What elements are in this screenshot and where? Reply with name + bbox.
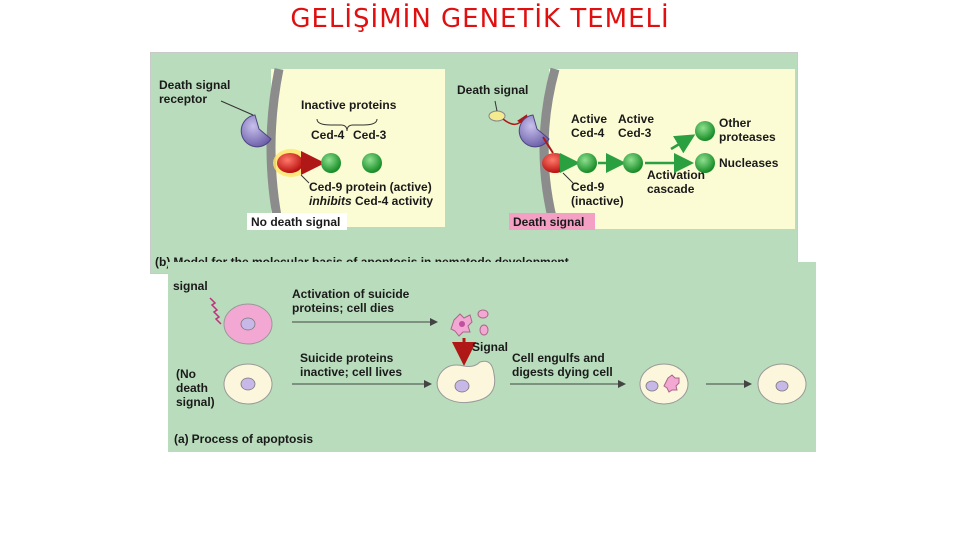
inhibits-word: inhibits	[309, 194, 352, 208]
receptor-to-ced9-arrow	[542, 136, 554, 154]
activation-label-2: proteins; cell dies	[292, 301, 394, 315]
panel-b-marker: (b)	[155, 255, 170, 269]
digesting-cell-nucleus	[645, 380, 659, 392]
no-signal-label-1: (No	[176, 367, 196, 381]
other-proteases-label-1: Other	[719, 116, 751, 130]
inactive-proteins-brace	[316, 118, 378, 132]
death-signal-tag	[509, 213, 595, 230]
signal-word-label: Signal	[472, 340, 508, 354]
living-cell-nucleus	[240, 377, 256, 391]
panel-a-apoptosis-process: signal Activation of suicide proteins; c…	[168, 262, 816, 452]
other-proteases-label-2: proteases	[719, 130, 776, 144]
no-signal-label-3: signal)	[176, 395, 215, 409]
receptor-label-2: receptor	[159, 92, 207, 106]
engulf-label-2: digests dying cell	[512, 365, 613, 379]
receptor-label-1: Death signal	[159, 78, 230, 92]
panel-a-marker: (a)	[174, 432, 189, 446]
left-cell-interior	[271, 69, 445, 227]
panel-a-diagram: signal Activation of suicide proteins; c…	[173, 279, 807, 446]
activation-cascade-label-2: cascade	[647, 182, 695, 196]
fragment-dot	[459, 321, 465, 327]
to-proteases-arrow	[670, 134, 696, 154]
right-cell-membrane	[539, 67, 560, 231]
engulf-label-1: Cell engulfs and	[512, 351, 605, 365]
no-death-signal-tag-text: No death signal	[251, 215, 340, 229]
death-signal-tag-text: Death signal	[513, 215, 584, 229]
panel-a-caption-text: Process of apoptosis	[192, 432, 314, 446]
receptor-pointer-line	[220, 100, 254, 116]
final-cell-nucleus	[775, 380, 789, 392]
inactive-proteins-label: Inactive proteins	[301, 98, 397, 112]
cell-fragment-small-2	[479, 324, 489, 336]
right-receptor-icon	[518, 114, 550, 148]
right-ced4-protein	[577, 153, 597, 173]
active-label-1: Active	[571, 112, 607, 126]
ced9-pointer-line	[300, 174, 310, 184]
left-ced9-line2: inhibits Ced-4 activity	[309, 194, 433, 208]
signal-squiggle-icon	[209, 297, 222, 325]
left-ced4-label: Ced-4	[311, 128, 345, 142]
signaled-cell-nucleus	[240, 317, 256, 331]
signal-label: signal	[173, 279, 208, 293]
panel-b-diagram: Death signal receptor Inactive proteins …	[155, 67, 795, 269]
cell-fragment-small-1	[477, 309, 489, 319]
left-cell-membrane	[266, 68, 284, 228]
suicide-label-1: Suicide proteins	[300, 351, 394, 365]
active-label-2: Active	[618, 112, 654, 126]
death-signal-receptor-icon	[240, 114, 272, 148]
left-ced4-protein	[321, 153, 341, 173]
right-ced9-pointer	[562, 172, 574, 184]
nucleases-label: Nucleases	[719, 156, 779, 170]
left-ced9-protein	[277, 153, 303, 173]
suicide-label-2: inactive; cell lives	[300, 365, 402, 379]
right-ced9-protein	[542, 153, 568, 173]
ced4-activity-text: Ced-4 activity	[352, 194, 434, 208]
panel-b-molecular-model: Death signal receptor Inactive proteins …	[150, 52, 798, 274]
death-signal-pointer	[494, 100, 498, 112]
engulfed-fragment	[663, 374, 680, 393]
no-signal-label-2: death	[176, 381, 208, 395]
left-ced9-line1: Ced-9 protein (active)	[309, 180, 432, 194]
panel-a-caption: (a)Process of apoptosis	[174, 432, 313, 446]
slide-title: GELİŞİMİN GENETİK TEMELİ	[290, 4, 670, 34]
left-ced3-protein	[362, 153, 382, 173]
right-ced9-label-1: Ced-9	[571, 180, 605, 194]
right-ced4-label: Ced-4	[571, 126, 605, 140]
activation-cascade-label-1: Activation	[647, 168, 705, 182]
right-ced9-label-2: (inactive)	[571, 194, 624, 208]
right-ced3-label: Ced-3	[618, 126, 652, 140]
no-death-signal-tag	[247, 213, 347, 230]
engulfing-cell-nucleus	[454, 379, 470, 393]
right-ced3-protein	[623, 153, 643, 173]
left-ced3-label: Ced-3	[353, 128, 387, 142]
death-signal-label: Death signal	[457, 83, 528, 97]
digesting-cell	[639, 363, 689, 405]
other-proteases-protein	[695, 121, 715, 141]
activation-label-1: Activation of suicide	[292, 287, 410, 301]
nucleases-protein	[695, 153, 715, 173]
